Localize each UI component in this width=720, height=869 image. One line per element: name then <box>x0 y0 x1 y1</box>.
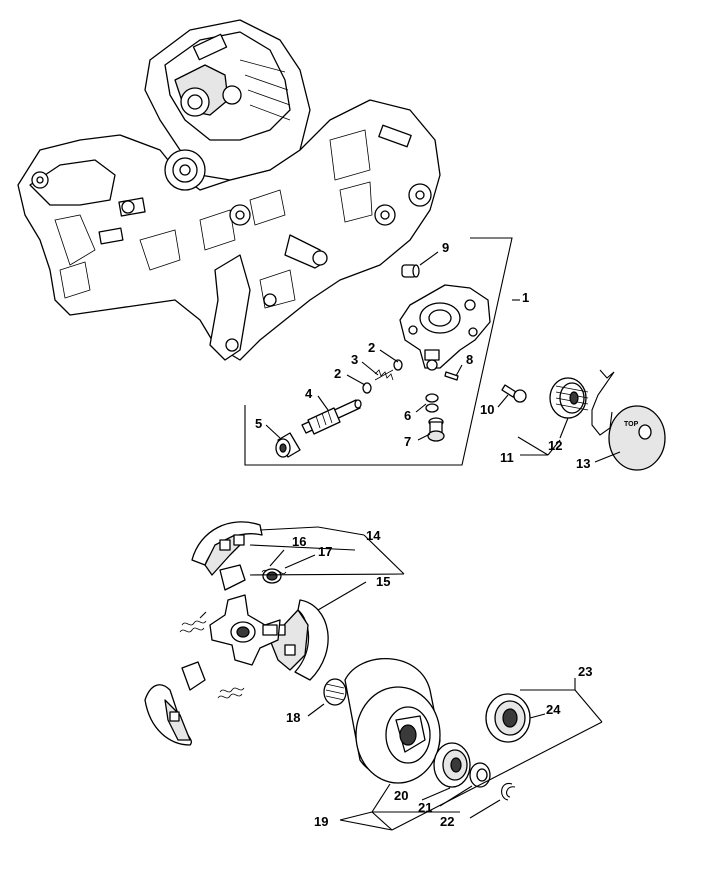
group-11-bracket <box>517 436 561 456</box>
oil-pump-housing <box>399 284 491 371</box>
part-5-sleeve <box>275 432 301 458</box>
clutch-shoe-upper <box>191 521 263 576</box>
part-2-o-ring-lower <box>362 382 372 394</box>
callout-2-lower: 2 <box>334 366 341 381</box>
callout-22: 22 <box>440 814 454 829</box>
callout-4: 4 <box>305 386 313 401</box>
part-12-worm-gear <box>549 377 589 419</box>
callout-24: 24 <box>546 702 561 717</box>
clutch-spring-left-upper <box>179 611 207 633</box>
part-24-sprocket <box>485 693 531 743</box>
part-13-thrust-washer: TOP <box>608 405 666 471</box>
callout-labels: 1 2 2 3 4 5 6 7 8 9 10 11 12 13 14 15 16… <box>255 240 592 829</box>
callout-3: 3 <box>351 352 358 367</box>
callout-18: 18 <box>286 710 300 725</box>
part-6-washer <box>425 393 439 413</box>
part-21-washer <box>469 762 491 788</box>
callout-13: 13 <box>576 456 590 471</box>
callout-21: 21 <box>418 800 432 815</box>
callout-6: 6 <box>404 408 411 423</box>
part-20-rim-sprocket <box>433 742 471 788</box>
part-2-o-ring-upper <box>393 359 403 371</box>
oil-pump-group-frame <box>244 237 520 466</box>
clutch-shoe-lower <box>144 684 192 746</box>
leader-lines <box>249 251 621 831</box>
callout-2-upper: 2 <box>368 340 375 355</box>
callout-5: 5 <box>255 416 262 431</box>
part-22-e-clip <box>501 782 516 801</box>
callout-9: 9 <box>442 240 449 255</box>
clutch-hub <box>209 594 281 666</box>
callout-7: 7 <box>404 434 411 449</box>
part-19-clutch-drum <box>344 658 441 784</box>
callout-10: 10 <box>480 402 494 417</box>
part-10-screw <box>501 384 527 403</box>
engine-crankcase <box>17 19 441 361</box>
callout-1: 1 <box>522 290 529 305</box>
callout-17: 17 <box>318 544 332 559</box>
part-9-bushing <box>401 264 420 278</box>
washer-top-marking: TOP <box>624 421 639 428</box>
part-12-spring-clip <box>591 369 615 436</box>
callout-8: 8 <box>466 352 473 367</box>
callout-12: 12 <box>548 438 562 453</box>
callout-16: 16 <box>292 534 306 549</box>
callout-14: 14 <box>366 528 381 543</box>
part-3-spring <box>374 369 394 381</box>
clutch-spring-lower <box>217 687 245 699</box>
callout-15: 15 <box>376 574 390 589</box>
clutch-shoe-segment-small <box>181 661 206 691</box>
part-8-pin <box>444 371 459 381</box>
callout-11: 11 <box>500 450 514 465</box>
callout-23: 23 <box>578 664 592 679</box>
part-15-clutch-shoe-right <box>269 599 329 681</box>
callout-19: 19 <box>314 814 328 829</box>
part-18-needle-cage <box>323 678 347 706</box>
part-16-shoe-segment <box>219 564 246 591</box>
part-7-adjusting-screw <box>427 417 445 442</box>
part-17-spring <box>261 568 287 584</box>
part-4-pump-plunger <box>301 399 362 435</box>
callout-20: 20 <box>394 788 408 803</box>
